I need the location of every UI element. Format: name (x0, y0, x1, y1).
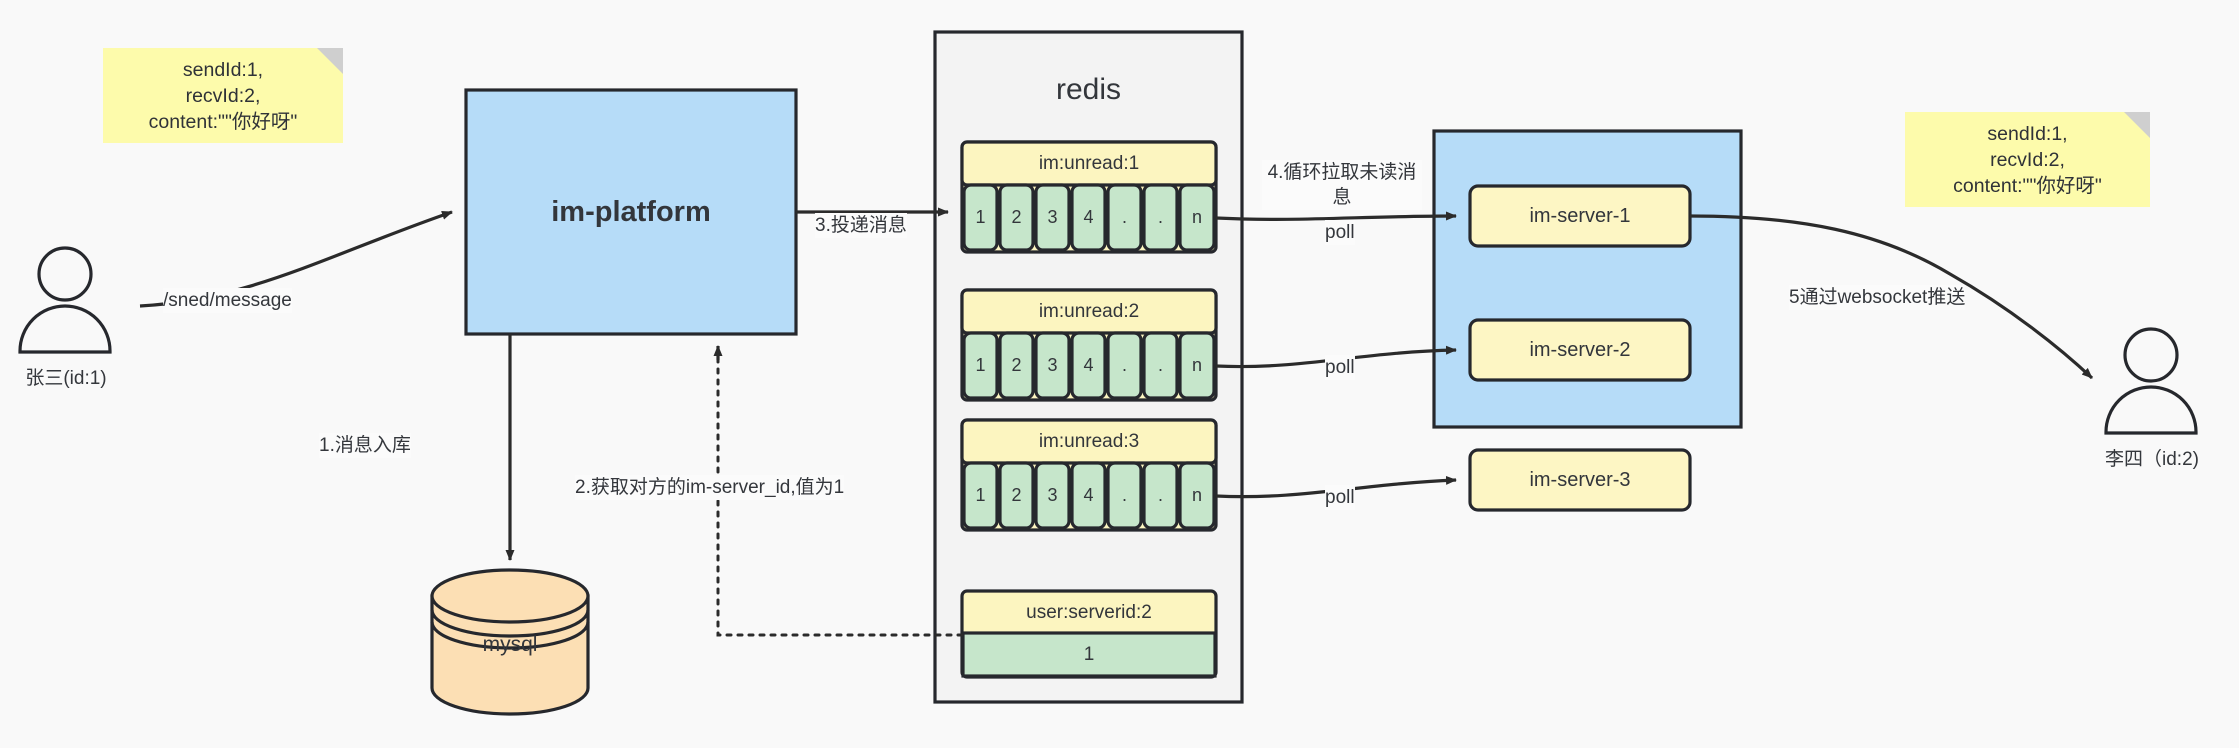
im-platform-box[interactable] (464, 88, 798, 336)
actor-receiver (2104, 327, 2198, 435)
edge-label-step2: 2.获取对方的im-server_id,值为1 (575, 475, 845, 500)
note-fold-icon (317, 48, 343, 74)
actor-sender (18, 246, 112, 354)
redis-cell: 4 (1083, 485, 1094, 505)
redis-cell: . (1157, 207, 1163, 227)
redis-cell: 4 (1083, 207, 1094, 227)
redis-cell: 2 (1011, 207, 1022, 227)
redis-list-1-key: im:unread:1 (1038, 152, 1140, 174)
edge-label-step4: 4.循环拉取未读消 息 (1262, 160, 1422, 210)
redis-cell: 1 (975, 355, 986, 375)
redis-cell: n (1191, 485, 1202, 505)
redis-cell: . (1121, 485, 1127, 505)
actor-sender-label: 张三(id:1) (25, 368, 107, 389)
redis-kv-value: 1 (1083, 643, 1095, 665)
note-right: sendId:1, recvId:2, content:""你好呀" (1905, 112, 2150, 207)
redis-cell: . (1121, 355, 1127, 375)
redis-list-3-key: im:unread:3 (1038, 430, 1140, 452)
redis-title: redis (1055, 73, 1122, 106)
edge-label-send-message: /sned/message (163, 288, 292, 313)
im-server-1-label: im-server-1 (1529, 204, 1631, 227)
im-platform-label: im-platform (551, 195, 711, 228)
redis-kv-block[interactable] (960, 589, 1218, 679)
note-right-text: sendId:1, recvId:2, content:""你好呀" (1953, 122, 2102, 197)
edge-label-poll-1: poll (1325, 220, 1355, 245)
edge-label-poll-2: poll (1325, 355, 1355, 380)
note-left-text: sendId:1, recvId:2, content:""你好呀" (148, 58, 298, 133)
note-left: sendId:1, recvId:2, content:""你好呀" (103, 48, 343, 143)
im-server-2-box[interactable] (1468, 318, 1692, 382)
mysql-cylinder[interactable] (430, 568, 590, 716)
edge-step2-serverid (716, 346, 964, 637)
redis-cell: 4 (1083, 355, 1094, 375)
edge-step5-websocket (1689, 214, 2094, 380)
edge-poll-1 (1215, 211, 1457, 221)
redis-cell: . (1157, 355, 1163, 375)
edge-label-step5: 5通过websocket推送 (1789, 285, 1966, 310)
actor-receiver-label: 李四（id:2) (2105, 449, 2199, 470)
redis-cell: 1 (975, 485, 986, 505)
redis-list-3[interactable] (960, 418, 1218, 532)
edge-label-step3: 3.投递消息 (815, 213, 907, 238)
redis-cell: 2 (1011, 355, 1022, 375)
redis-cell: n (1191, 207, 1202, 227)
im-server-2-label: im-server-2 (1529, 338, 1631, 361)
redis-cell: 1 (975, 207, 986, 227)
redis-list-2-key: im:unread:2 (1038, 300, 1140, 322)
redis-cell: . (1157, 485, 1163, 505)
note-fold-icon (2124, 112, 2150, 138)
mysql-label: mysql (482, 633, 538, 656)
edge-label-step1: 1.消息入库 (319, 433, 411, 458)
redis-cell: . (1121, 207, 1127, 227)
redis-cell: 3 (1047, 485, 1058, 505)
im-server-3-label: im-server-3 (1529, 468, 1631, 491)
redis-cell: n (1191, 355, 1202, 375)
redis-list-1[interactable] (960, 140, 1218, 254)
redis-cell: 2 (1011, 485, 1022, 505)
redis-kv-key: user:serverid:2 (1026, 601, 1152, 623)
redis-cell: 3 (1047, 207, 1058, 227)
redis-list-2[interactable] (960, 288, 1218, 402)
edge-label-poll-3: poll (1325, 485, 1355, 510)
redis-cell: 3 (1047, 355, 1058, 375)
im-server-3-box[interactable] (1468, 448, 1692, 512)
